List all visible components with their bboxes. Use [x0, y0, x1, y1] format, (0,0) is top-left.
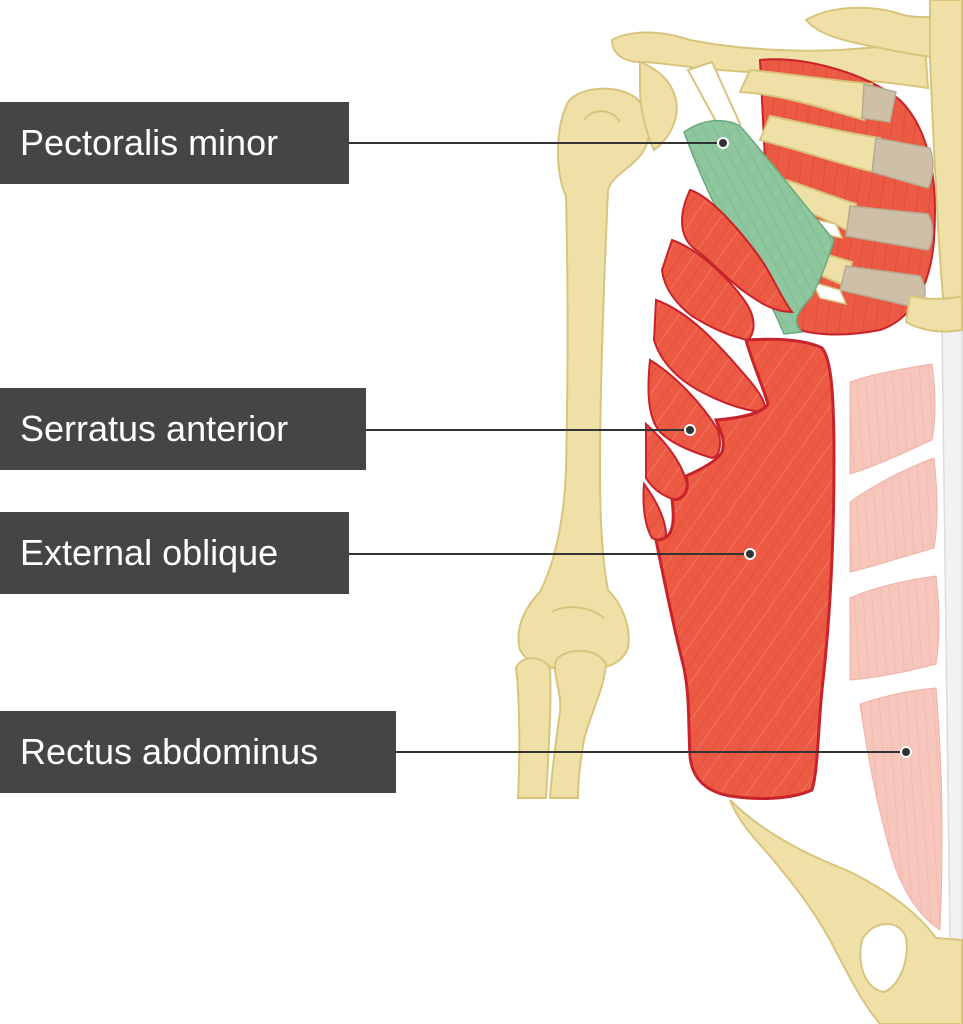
- humerus: [517, 87, 651, 669]
- label-external-oblique: External oblique: [0, 512, 349, 594]
- radius: [514, 657, 552, 799]
- serratus-anterior-muscle: [642, 188, 795, 541]
- ulna: [548, 649, 608, 799]
- ribs: [738, 68, 963, 333]
- rectus-abdominus-marker: [900, 746, 912, 758]
- pectoralis-minor-marker: [717, 137, 729, 149]
- sternum: [929, 0, 963, 941]
- external-oblique-muscle: [654, 337, 836, 800]
- label-serratus-anterior: Serratus anterior: [0, 388, 366, 470]
- serratus-anterior-marker: [684, 424, 696, 436]
- rectus-abdominus-muscle: [849, 363, 943, 931]
- leader-lines: [349, 137, 912, 758]
- external-oblique-marker: [744, 548, 756, 560]
- label-rectus-abdominus: Rectus abdominus: [0, 711, 396, 793]
- label-pectoralis-minor: Pectoralis minor: [0, 102, 349, 184]
- pelvis: [729, 799, 963, 1024]
